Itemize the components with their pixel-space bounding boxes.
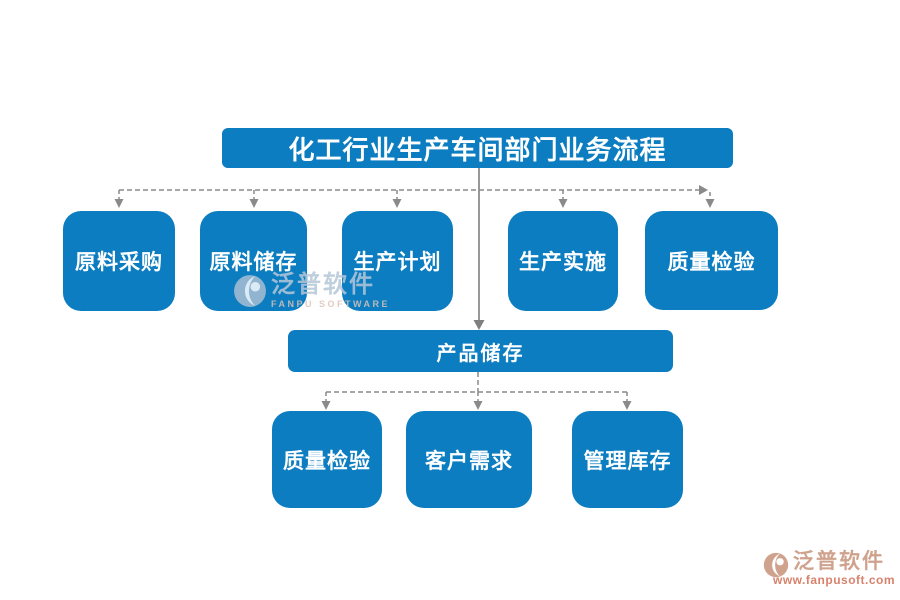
node-quality-inspection-bottom: 质量检验 [272,411,382,508]
arrow-down-production-plan [392,199,402,208]
arrow-down-production-impl [558,199,568,208]
node-quality-inspection-top: 质量检验 [645,211,778,310]
node-customer-demand: 客户需求 [406,411,532,508]
flowchart-title: 化工行业生产车间部门业务流程 [222,128,733,168]
arrow-down-raw-storage [249,199,259,208]
node-production-plan: 生产计划 [342,211,453,311]
node-production-implementation: 生产实施 [508,211,618,311]
node-raw-material-storage: 原料储存 [200,211,307,311]
arrow-down-to-product-storage [473,320,485,330]
node-inventory-management: 管理库存 [572,411,683,508]
arrow-down-inventory-mgmt [622,401,632,410]
arrow-right-rail-end [699,185,708,195]
arrow-down-quality-check-bottom [321,401,331,410]
node-raw-material-purchase: 原料采购 [63,211,175,311]
arrow-down-raw-purchase [114,199,124,208]
arrow-down-customer-demand [473,401,483,410]
arrow-down-quality-check-top [705,199,715,208]
node-product-storage: 产品储存 [288,330,673,372]
